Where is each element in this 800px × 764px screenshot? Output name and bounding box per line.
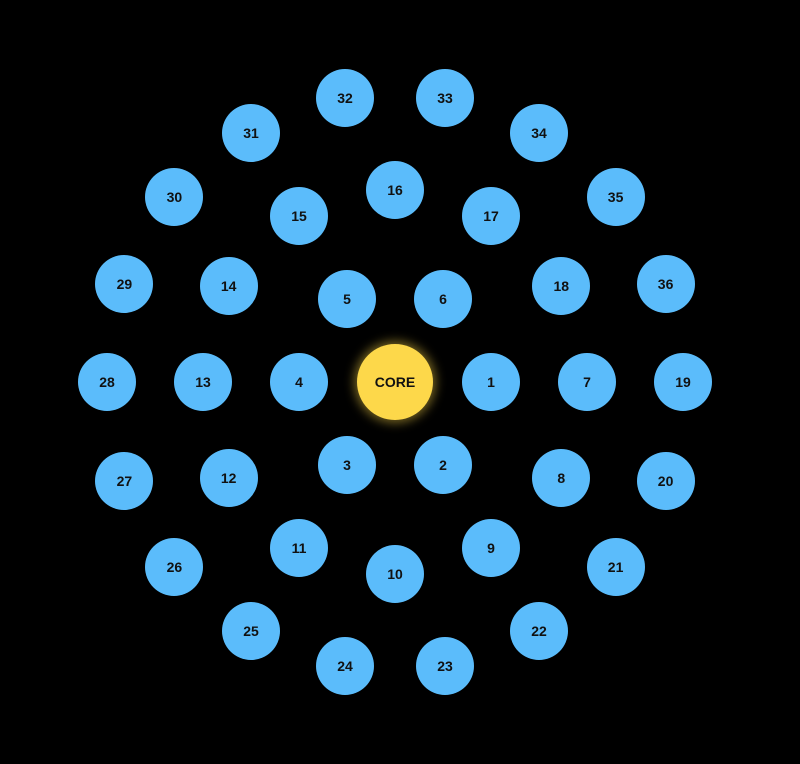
node-label: 26: [166, 559, 183, 576]
node-28: 28: [78, 353, 136, 411]
node-label: 13: [195, 374, 211, 390]
node-label: 18: [553, 278, 570, 294]
node-5: 5: [318, 269, 376, 328]
node-label: 5: [343, 290, 351, 307]
node-12: 12: [199, 449, 258, 507]
node-label: 2: [439, 457, 447, 474]
node-label: 30: [166, 188, 183, 205]
node-25: 25: [222, 602, 280, 661]
node-label: 29: [116, 275, 133, 292]
node-label: 17: [483, 207, 499, 224]
node-36: 36: [636, 254, 695, 313]
node-4: 4: [270, 353, 328, 411]
node-21: 21: [586, 538, 645, 597]
node-22: 22: [510, 602, 568, 661]
node-label: 1: [487, 374, 495, 390]
node-label: 15: [291, 207, 307, 224]
node-26: 26: [145, 538, 204, 597]
node-label: 36: [657, 275, 674, 292]
node-label: 11: [291, 540, 307, 557]
node-23: 23: [416, 636, 474, 695]
node-19: 19: [654, 353, 712, 411]
node-17: 17: [462, 186, 520, 245]
node-label: 35: [607, 188, 624, 205]
core-label: CORE: [374, 374, 416, 390]
node-33: 33: [416, 69, 474, 128]
node-14: 14: [199, 257, 258, 315]
node-label: 24: [337, 657, 353, 674]
node-15: 15: [270, 186, 328, 245]
node-label: 22: [531, 623, 547, 640]
node-label: 34: [531, 124, 547, 141]
node-label: 4: [295, 374, 303, 390]
core-node: CORE: [357, 344, 433, 420]
node-label: 27: [116, 472, 133, 489]
node-8: 8: [532, 449, 591, 507]
node-label: 14: [220, 278, 237, 294]
node-label: 3: [343, 457, 351, 474]
node-label: 10: [387, 566, 403, 582]
node-34: 34: [510, 103, 568, 162]
node-35: 35: [586, 167, 645, 226]
node-label: 12: [220, 470, 237, 486]
node-2: 2: [414, 436, 472, 495]
node-label: 33: [437, 90, 453, 107]
node-7: 7: [558, 353, 616, 411]
node-label: 23: [437, 657, 453, 674]
node-label: 28: [99, 374, 115, 390]
node-6: 6: [414, 269, 472, 328]
node-31: 31: [222, 103, 280, 162]
node-32: 32: [316, 69, 374, 128]
node-10: 10: [366, 545, 424, 603]
node-13: 13: [174, 353, 232, 411]
node-label: 20: [657, 472, 674, 489]
node-16: 16: [366, 161, 424, 219]
node-11: 11: [270, 519, 328, 578]
node-label: 16: [387, 182, 403, 198]
node-24: 24: [316, 636, 374, 695]
node-27: 27: [95, 451, 154, 510]
node-label: 19: [675, 374, 691, 390]
node-30: 30: [145, 167, 204, 226]
node-label: 7: [583, 374, 591, 390]
node-label: 8: [557, 470, 566, 486]
node-1: 1: [462, 353, 520, 411]
node-label: 32: [337, 90, 353, 107]
node-label: 25: [243, 623, 259, 640]
node-3: 3: [318, 436, 376, 495]
node-label: 31: [243, 124, 259, 141]
node-9: 9: [462, 519, 520, 578]
node-18: 18: [532, 257, 591, 315]
node-29: 29: [95, 254, 154, 313]
node-20: 20: [636, 451, 695, 510]
node-label: 21: [607, 559, 624, 576]
node-label: 9: [487, 540, 495, 557]
node-label: 6: [439, 290, 447, 307]
